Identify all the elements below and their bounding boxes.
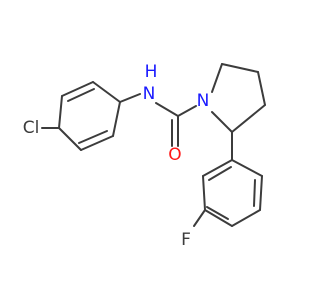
pyrrolidine-ring [211, 63, 266, 133]
molecule-canvas: Cl H N N O F [22, 62, 266, 250]
bond-c-nh [119, 93, 141, 103]
fluorophenyl-ring [202, 159, 263, 227]
bond-c-f [193, 209, 206, 227]
atom-label-ring-n: N [197, 91, 210, 111]
bond [112, 101, 121, 137]
bond [231, 159, 263, 177]
bond [206, 206, 229, 220]
bond [61, 81, 94, 97]
bond [253, 179, 256, 207]
atom-label-f: F [181, 230, 191, 250]
atom-label-o: O [168, 145, 181, 165]
bond [208, 166, 232, 181]
bond [78, 130, 108, 144]
bond [92, 81, 121, 103]
bond [80, 135, 114, 151]
chlorophenyl-ring [58, 81, 121, 151]
bond-nh-carbonyl [155, 102, 179, 117]
bond-carbonyl-n [177, 105, 197, 117]
bond [211, 111, 233, 133]
bond [211, 63, 223, 93]
bond [257, 71, 266, 106]
bond [204, 209, 233, 227]
bond [259, 175, 263, 211]
bond [202, 175, 206, 211]
bond [231, 209, 261, 227]
atom-label-nh-h: H [145, 62, 158, 82]
bond [58, 95, 63, 129]
bond [231, 104, 266, 133]
bond [221, 63, 259, 73]
atom-label-nh-n: N [143, 84, 156, 104]
structure-drawing: Cl H N N O F [23, 62, 266, 250]
bond [67, 88, 95, 102]
bond [58, 127, 82, 151]
atom-label-cl: Cl [23, 118, 40, 138]
bond [202, 159, 233, 177]
